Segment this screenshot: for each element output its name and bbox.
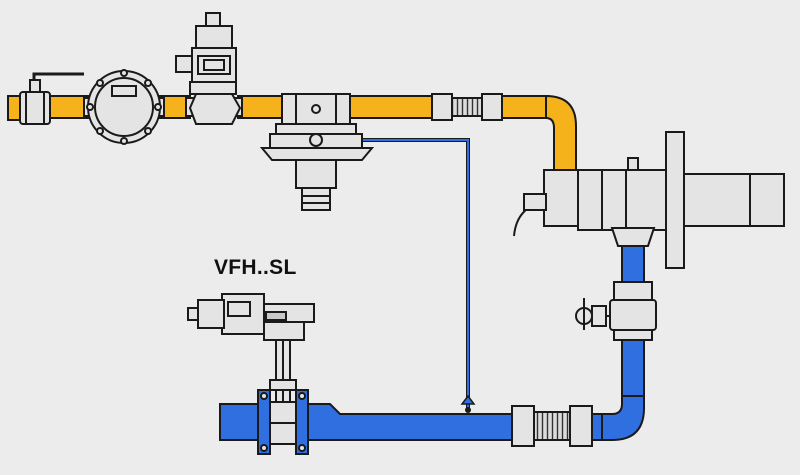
ball-valve	[7, 72, 84, 125]
flexible-hose-air	[511, 405, 603, 447]
gas-meter	[83, 69, 165, 145]
solenoid-valve	[175, 12, 243, 125]
pressure-regulator	[259, 93, 375, 211]
butterfly-valve-label: VFH..SL	[214, 256, 297, 279]
burner	[513, 131, 785, 269]
impulse-line	[318, 138, 470, 408]
butterfly-valve	[187, 293, 315, 455]
flexible-hose-gas	[431, 93, 503, 121]
air-ball-valve	[575, 281, 657, 341]
